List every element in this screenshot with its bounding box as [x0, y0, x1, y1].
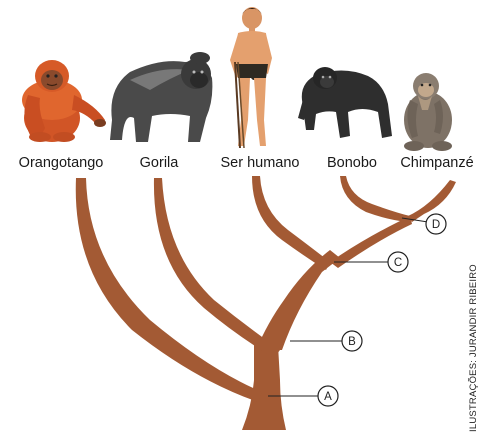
node-marker-b: B	[342, 331, 362, 351]
human-illustration	[230, 7, 272, 148]
node-label-c: C	[394, 257, 402, 269]
orangutan-illustration	[22, 60, 106, 142]
species-label-gorilla: Gorila	[140, 155, 180, 171]
gorilla-illustration	[110, 52, 212, 142]
node-label-d: D	[432, 219, 440, 231]
chimpanzee-illustration	[404, 73, 452, 151]
node-marker-c: C	[388, 252, 408, 272]
node-label-a: A	[324, 391, 332, 403]
bonobo-illustration	[298, 67, 392, 138]
node-marker-a: A	[318, 386, 338, 406]
branch-orangutan	[76, 178, 262, 402]
node-label-b: B	[348, 336, 356, 348]
species-label-orangutan: Orangotango	[19, 155, 104, 171]
species-label-chimpanzee: Chimpanzé	[400, 155, 473, 171]
species-label-human: Ser humano	[221, 155, 300, 171]
branch-human	[252, 176, 330, 270]
illustration-credit: ILUSTRAÇÕES: JURANDIR RIBEIRO	[468, 264, 479, 432]
node-marker-d: D	[426, 214, 446, 234]
tree-branches	[76, 176, 456, 430]
species-label-bonobo: Bonobo	[327, 155, 377, 171]
branch-bonobo	[340, 176, 410, 222]
